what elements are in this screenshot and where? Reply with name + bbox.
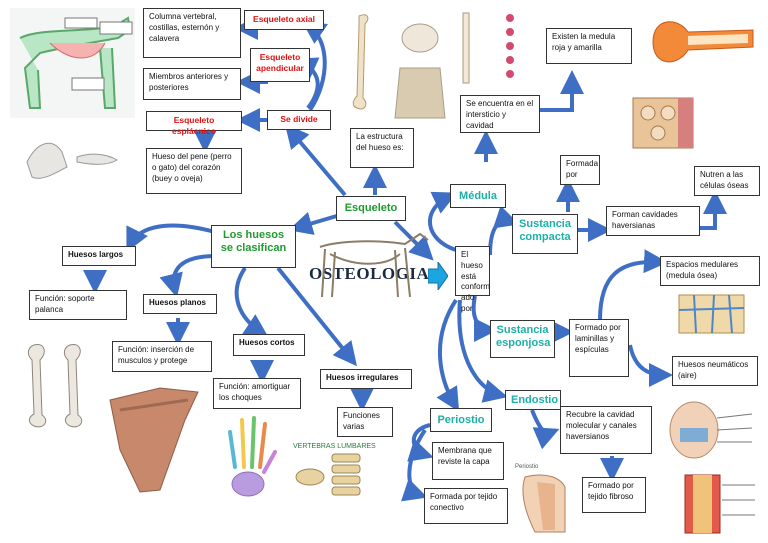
bone-anatomy-image <box>352 14 446 119</box>
arrow-periostio-conectivo <box>401 428 428 502</box>
clasifican-box: Los huesos se clasifican <box>211 225 296 268</box>
arrow-forman-nutren <box>700 190 727 230</box>
medula-roja-box: Existen la medula roja y amarilla <box>546 28 632 64</box>
endostio-box: Endostio <box>505 390 561 410</box>
skull-sinus-image <box>669 401 753 459</box>
arrow-esponjosa-espacios <box>598 249 668 321</box>
columna-box: Columna vertebral, costillas, esternón y… <box>143 8 241 58</box>
sustancia-esponjosa-box: Sustancia esponjosa <box>490 320 555 358</box>
arrow-hueso-periostio <box>436 298 460 412</box>
forman-cavidades-box: Forman cavidades haversianas <box>606 206 700 236</box>
arrow-hueso-esponjosa <box>471 295 498 342</box>
scapula-image <box>109 387 199 493</box>
osteon-image <box>632 97 694 149</box>
nutren-box: Nutren a las células óseas <box>694 166 760 196</box>
medula-box: Médula <box>450 184 506 208</box>
se-divide-box: Se divide <box>267 110 331 130</box>
recubre-box: Recubre la cavidad molecular y canales h… <box>560 406 652 454</box>
laminillas-box: Formado por laminillas y espículas <box>569 319 629 377</box>
esqueleto-box: Esqueleto <box>336 196 406 221</box>
arrow-clasifican-cortos <box>234 266 269 338</box>
huesos-cortos-box: Huesos cortos <box>233 334 305 356</box>
long-bone-image <box>27 343 83 428</box>
dog-skeleton-image <box>10 8 135 118</box>
vertebrae-image <box>295 453 361 496</box>
tejido-fibroso-box: Formado por tejido fibroso <box>582 477 646 513</box>
periostio-box: Periostio <box>430 408 492 432</box>
arrow-hueso-medula <box>428 191 458 252</box>
arrow-periostio-membrana <box>407 423 434 462</box>
vertebras-label: VERTEBRAS LUMBARES <box>293 443 376 450</box>
arrow-divide-axial <box>301 20 328 112</box>
horse-skeleton-icon <box>319 232 429 298</box>
arrow-intersticio-roja <box>540 70 584 112</box>
blood-cells-image <box>462 12 514 84</box>
funciones-varias-box: Funciones varias <box>337 407 393 437</box>
arrow-endostio-recubre <box>530 409 560 450</box>
spongy-bone-image <box>678 294 745 334</box>
arrow-esqueleto-divide <box>284 123 347 197</box>
intersticio-box: Se encuentra en el intersticio y cavidad <box>460 95 540 133</box>
esqueleto-axial-box: Esqueleto axial <box>244 10 324 30</box>
arrow-clasifican-irregulares <box>276 266 358 367</box>
hueso-pene-box: Hueso del pene (perro o gato) del corazó… <box>146 148 242 194</box>
funcion-amortiguar-box: Función: amortiguar los choques <box>213 378 301 409</box>
tejido-conectivo-box: Formada por tejido conectivo <box>424 488 508 524</box>
funcion-soporte-box: Función: soporte palanca <box>29 290 127 320</box>
formada-por-box: Formada por <box>560 155 600 185</box>
huesos-largos-box: Huesos largos <box>62 246 136 266</box>
bone-marrow-image <box>652 21 754 63</box>
neumaticos-box: Huesos neumáticos (aire) <box>672 356 758 386</box>
bone-section-image <box>684 474 755 534</box>
arrow-clasifican-largos <box>126 223 216 253</box>
el-hueso-box: El hueso está conform ado por <box>455 246 490 313</box>
arrow-esqueleto-clasifican <box>288 211 341 235</box>
periostio-image-label: Periostio <box>515 464 539 470</box>
espacios-medulares-box: Espacios medulares (medula ósea) <box>660 256 760 286</box>
arrow-laminillas-neumaticos <box>628 344 673 387</box>
funcion-insercion-box: Función: inserción de musculos y protege <box>112 341 212 372</box>
esqueleto-esplacnico-box: Esqueleto esplácnico <box>146 111 242 136</box>
periosteum-image <box>522 474 566 533</box>
arrow-hueso-compacta <box>488 205 520 256</box>
sustancia-compacta-box: Sustancia compacta <box>512 214 578 254</box>
huesos-irregulares-box: Huesos irregulares <box>320 369 412 389</box>
estructura-box: La estructura del hueso es: <box>350 128 414 168</box>
arrow-hueso-endostio <box>457 299 508 403</box>
hand-bones-image <box>228 416 277 497</box>
esqueleto-apendicular-box: Esqueleto apendicular <box>250 48 310 82</box>
miembros-box: Miembros anteriores y posteriores <box>143 68 241 100</box>
membrana-box: Membrana que reviste la capa <box>432 442 504 480</box>
right-arrow-icon <box>428 262 448 290</box>
arrow-clasifican-planos <box>159 253 221 298</box>
os-penis-image <box>26 142 118 179</box>
page-title: OSTEOLOGIA <box>309 264 430 283</box>
huesos-planos-box: Huesos planos <box>143 294 217 314</box>
